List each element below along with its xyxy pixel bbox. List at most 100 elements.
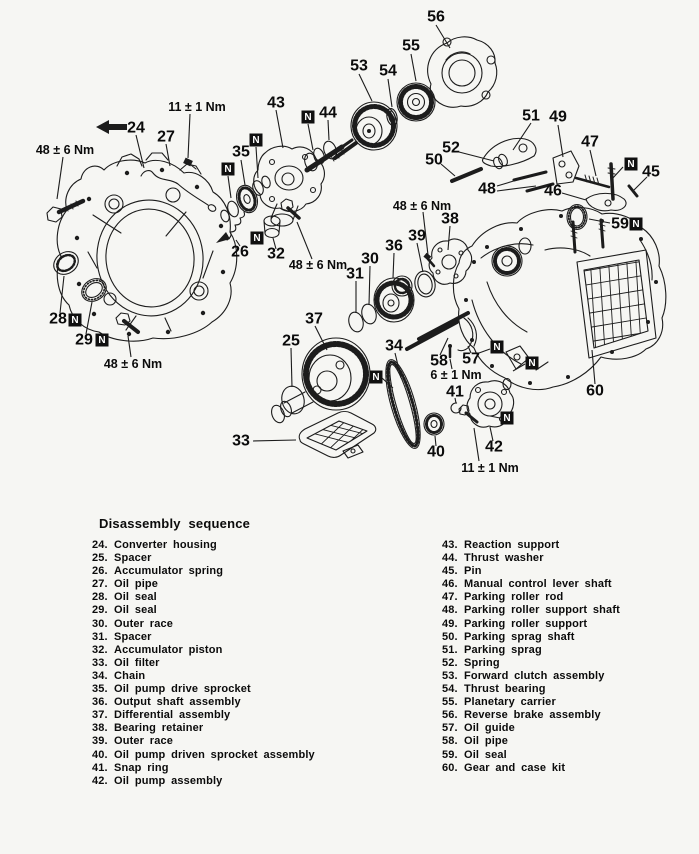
oil-pipe-drawing (140, 157, 217, 212)
part-label: Outer race (114, 735, 174, 748)
part-label: Oil pump drive sprocket (114, 683, 251, 696)
callout-35: 35 (232, 144, 250, 161)
part-number: 24. (92, 539, 108, 551)
callout-56: 56 (427, 9, 445, 26)
part-number: 49. (442, 617, 458, 630)
oil-pump-sprocket-drawing (216, 175, 281, 243)
callout-45: 45 (642, 164, 660, 181)
callout-57: 57 (462, 351, 480, 368)
part-label: Differential assembly (114, 709, 231, 722)
parking-mechanism-drawing (450, 137, 639, 212)
callout-59: 59 (611, 216, 629, 233)
parts-list-item: 39.Outer race (92, 735, 315, 748)
parts-list-item: 41. Snap ring (92, 762, 315, 775)
part-label: Reaction support (464, 539, 560, 551)
part-number: 52. (442, 656, 458, 669)
part-number: 47. (442, 591, 458, 604)
parts-list-item: 53.Forward clutch assembly (442, 670, 620, 683)
callout-34: 34 (385, 338, 403, 355)
part-label: Oil seal (464, 748, 507, 761)
callout-60: 60 (586, 383, 604, 400)
diagram-annotations: 2425262728293031323334353637383940414243… (36, 9, 660, 476)
parts-list-item: 31. Spacer (92, 631, 315, 644)
callout-50: 50 (425, 152, 443, 169)
callout-27: 27 (157, 129, 175, 146)
clutch-planetary-drawing (333, 36, 498, 160)
non-reusable-mark: N (249, 133, 263, 147)
non-reusable-glyph: N (98, 335, 105, 346)
torque-label: 11 ± 1 Nm (461, 461, 519, 475)
part-number: 42. (92, 774, 108, 787)
callout-41: 41 (446, 384, 464, 401)
part-number: 38. (92, 722, 108, 735)
parts-list-item: 55.Planetary carrier (442, 696, 620, 709)
parts-list-item: 59. Oil seal (442, 749, 620, 762)
non-reusable-glyph: N (627, 159, 634, 170)
part-number: 40. (92, 748, 108, 761)
part-number: 31. (92, 630, 108, 643)
part-number: 60. (442, 761, 458, 774)
parts-list-item: 38.Bearing retainer (92, 722, 315, 735)
callout-44: 44 (319, 105, 337, 122)
non-reusable-mark: N (95, 333, 109, 347)
non-reusable-mark: N (624, 157, 638, 171)
parts-list-item: 42.Oil pump assembly (92, 775, 315, 788)
non-reusable-glyph: N (224, 164, 231, 175)
part-label: Oil pipe (114, 578, 159, 591)
parts-list-item: 25.Spacer (92, 552, 315, 565)
part-number: 30. (92, 617, 108, 630)
parts-list-item: 28.Oil seal (92, 591, 315, 604)
parts-list-item: 30.Outer race (92, 618, 315, 631)
non-reusable-glyph: N (71, 315, 78, 326)
part-label: Planetary carrier (464, 696, 556, 709)
part-label: Thrust bearing (464, 683, 546, 696)
callout-24: 24 (127, 120, 145, 137)
part-label: Spring (464, 656, 500, 669)
part-number: 59. (442, 748, 458, 761)
parts-list-item: 60.Gear and case kit (442, 762, 620, 775)
part-number: 41. (92, 761, 108, 774)
non-reusable-glyph: N (503, 413, 510, 424)
part-label: Oil filter (114, 656, 160, 669)
parts-list-item: 52. Spring (442, 657, 620, 670)
bolt-glyph-24 (96, 120, 127, 134)
part-label: Accumulator piston (114, 643, 223, 656)
part-number: 32. (92, 643, 108, 656)
part-label: Spacer (114, 630, 152, 643)
bolt-drawings (46, 198, 479, 424)
parts-list-item: 33.Oil filter (92, 657, 315, 670)
non-reusable-mark: N (250, 231, 264, 245)
parts-list-item: 36.Output shaft assembly (92, 696, 315, 709)
part-number: 34. (92, 669, 108, 682)
parts-list-item: 29.Oil seal (92, 604, 315, 617)
part-number: 57. (442, 722, 458, 735)
part-number: 58. (442, 735, 458, 748)
oil-seal-59-drawing (566, 203, 588, 231)
parts-list-item: 34. Chain (92, 670, 315, 683)
callout-39: 39 (408, 228, 426, 245)
part-label: Oil pipe (464, 735, 509, 748)
part-number: 37. (92, 709, 108, 722)
part-label: Chain (114, 669, 146, 682)
non-reusable-glyph: N (252, 135, 259, 146)
callout-25: 25 (282, 333, 300, 350)
part-number: 25. (92, 552, 108, 565)
part-number: 54. (442, 683, 458, 696)
non-reusable-mark: N (301, 110, 315, 124)
parts-list-title: Disassembly sequence (99, 516, 251, 531)
part-label: Oil seal (114, 591, 157, 604)
part-number: 26. (92, 565, 108, 578)
diagram-line-art (46, 36, 667, 459)
part-label: Oil guide (464, 722, 515, 735)
parts-list-item: 26.Accumulator spring (92, 565, 315, 578)
callout-36: 36 (385, 238, 403, 255)
callout-43: 43 (267, 95, 285, 112)
oil-pipe-guide-drawing (405, 311, 477, 352)
part-label: Snap ring (114, 761, 169, 774)
parts-list-item: 32. Accumulator piston (92, 644, 315, 657)
part-label: Oil seal (114, 604, 157, 617)
non-reusable-glyph: N (304, 112, 311, 123)
parts-list-item: 40.Oil pump driven sprocket assembly (92, 749, 315, 762)
parts-list-item: 35.Oil pump drive sprocket (92, 683, 315, 696)
